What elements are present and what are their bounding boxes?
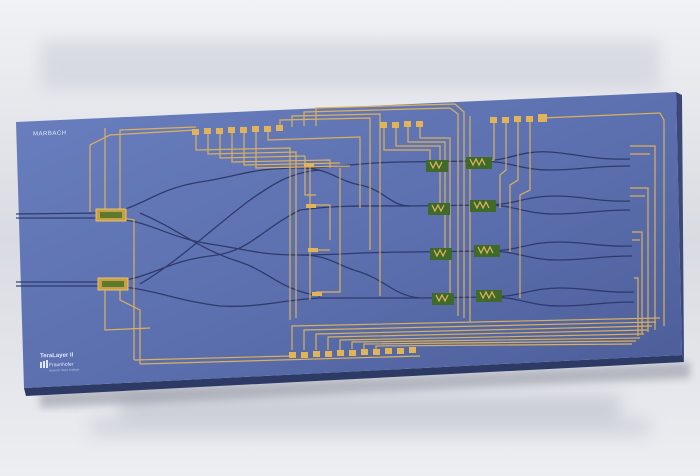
chip-right-edge	[676, 92, 684, 362]
top-bond-pads	[192, 114, 547, 135]
chip-surface	[16, 92, 682, 388]
electrode-clusters	[426, 157, 502, 305]
chip-shadow	[40, 362, 690, 408]
input-modulators	[95, 208, 129, 291]
chip-product-label: TeraLayer II	[40, 352, 74, 360]
fraunhofer-logo-icon	[40, 360, 48, 368]
bottom-bond-pads	[289, 347, 416, 358]
gold-traces	[89, 103, 665, 365]
chip-side-edge	[24, 355, 684, 396]
waveguides	[15, 151, 635, 307]
chip-brand-label: MARBACH	[33, 130, 67, 138]
heater-electrodes	[304, 163, 322, 296]
